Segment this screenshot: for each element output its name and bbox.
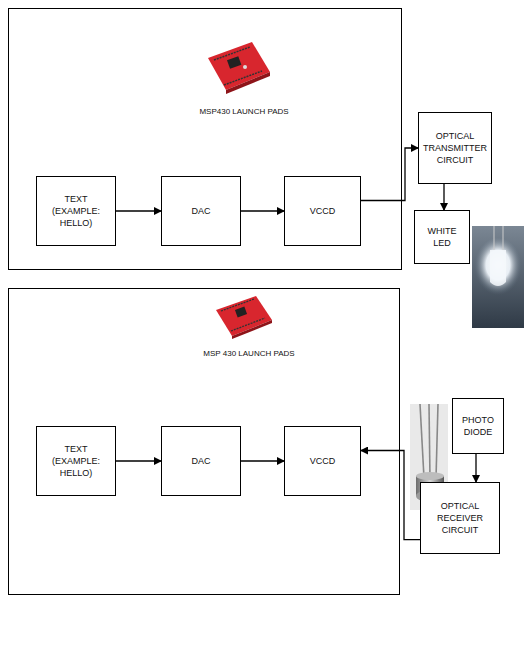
signal-arrow bbox=[116, 460, 161, 461]
signal-arrow bbox=[361, 451, 420, 540]
process-box: DAC bbox=[161, 176, 241, 246]
box-label: VCCD bbox=[289, 455, 356, 467]
box-label: OPTICAL TRANSMITTER CIRCUIT bbox=[423, 130, 487, 166]
box-label: DAC bbox=[166, 205, 236, 217]
process-box: VCCD bbox=[284, 176, 361, 246]
launchpad-panel: MSP 430 LAUNCH PADS TEXT (EXAMPLE: HELLO)… bbox=[8, 288, 400, 595]
box-label: DAC bbox=[166, 455, 236, 467]
launchpad-board bbox=[208, 42, 270, 94]
process-box: OPTICAL RECEIVER CIRCUIT bbox=[420, 482, 500, 554]
signal-arrow bbox=[241, 460, 284, 461]
process-box: VCCD bbox=[284, 426, 361, 496]
box-label: TEXT (EXAMPLE: HELLO) bbox=[41, 443, 111, 479]
process-box: TEXT (EXAMPLE: HELLO) bbox=[36, 426, 116, 496]
box-label: OPTICAL RECEIVER CIRCUIT bbox=[425, 500, 495, 536]
box-label: WHITE LED bbox=[419, 225, 465, 249]
box-label: PHOTO DIODE bbox=[457, 414, 499, 438]
signal-arrow bbox=[475, 454, 476, 482]
process-box: DAC bbox=[161, 426, 241, 496]
process-box: TEXT (EXAMPLE: HELLO) bbox=[36, 176, 116, 246]
box-label: VCCD bbox=[289, 205, 356, 217]
box-label: TEXT (EXAMPLE: HELLO) bbox=[41, 193, 111, 229]
process-box: WHITE LED bbox=[414, 210, 470, 264]
process-box: PHOTO DIODE bbox=[452, 398, 504, 454]
process-box: OPTICAL TRANSMITTER CIRCUIT bbox=[418, 112, 492, 184]
launchpad-panel: MSP430 LAUNCH PADS TEXT (EXAMPLE: HELLO) D… bbox=[8, 8, 402, 270]
white-led-photo bbox=[472, 226, 524, 328]
board-label: MSP430 LAUNCH PADS bbox=[179, 107, 309, 117]
signal-arrow bbox=[116, 210, 161, 211]
signal-arrow bbox=[241, 210, 284, 211]
signal-arrow bbox=[361, 148, 418, 201]
signal-arrow bbox=[443, 184, 444, 210]
launchpad-board bbox=[216, 296, 272, 339]
board-label: MSP 430 LAUNCH PADS bbox=[184, 349, 314, 359]
